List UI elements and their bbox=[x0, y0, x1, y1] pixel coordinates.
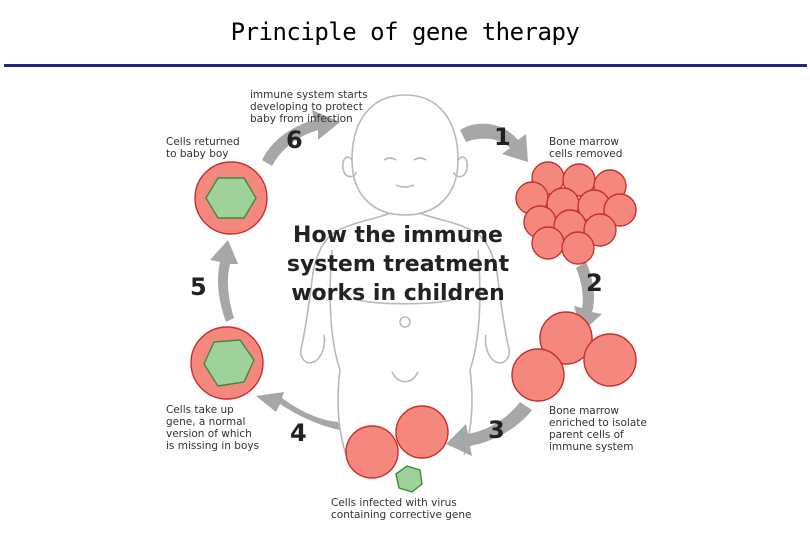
step-number-5: 5 bbox=[190, 273, 207, 301]
cell-with-gene bbox=[190, 326, 264, 400]
svg-text:cells removed: cells removed bbox=[549, 148, 622, 160]
svg-text:Cells take up: Cells take up bbox=[166, 404, 234, 416]
headline-line-3: works in children bbox=[291, 281, 505, 306]
cycle-arrows bbox=[210, 110, 602, 456]
svg-text:enriched to isolate: enriched to isolate bbox=[549, 417, 647, 429]
arrow-step-2 bbox=[574, 262, 602, 332]
returned-cell bbox=[194, 161, 268, 235]
svg-text:immune system: immune system bbox=[549, 441, 633, 453]
step-number-3: 3 bbox=[488, 416, 505, 444]
virus-hexagon bbox=[395, 465, 423, 493]
arrow-step-6 bbox=[262, 110, 340, 166]
step-4-label: Cells infected with virus containing cor… bbox=[331, 497, 471, 521]
arrow-step-1 bbox=[460, 123, 528, 162]
svg-text:parent cells of: parent cells of bbox=[549, 429, 624, 441]
step-number-2: 2 bbox=[586, 269, 603, 297]
enriched-parent-cells bbox=[511, 311, 637, 402]
step-6-label: Cells returned to baby boy bbox=[166, 136, 240, 160]
svg-text:Bone marrow: Bone marrow bbox=[549, 136, 619, 148]
svg-text:Cells infected with virus: Cells infected with virus bbox=[331, 497, 457, 509]
svg-text:is missing in boys: is missing in boys bbox=[166, 440, 259, 452]
arrow-step-5 bbox=[210, 240, 238, 322]
bone-marrow-cell-cluster bbox=[515, 161, 637, 265]
baby-figure bbox=[299, 94, 511, 456]
slide-title: Principle of gene therapy bbox=[230, 18, 580, 46]
cells-with-virus bbox=[345, 405, 449, 493]
title-underline bbox=[4, 64, 807, 67]
arrow-step-4 bbox=[256, 392, 340, 430]
svg-text:Cells returned: Cells returned bbox=[166, 136, 240, 148]
top-note: immune system starts developing to prote… bbox=[250, 89, 368, 125]
svg-text:developing to protect: developing to protect bbox=[250, 101, 363, 113]
step-number-4: 4 bbox=[290, 419, 307, 447]
step-1-label: Bone marrow cells removed bbox=[549, 136, 622, 160]
svg-text:gene, a normal: gene, a normal bbox=[166, 416, 245, 428]
step-5-label: Cells take up gene, a normal version of … bbox=[166, 404, 259, 452]
svg-text:Bone marrow: Bone marrow bbox=[549, 405, 619, 417]
svg-text:immune system starts: immune system starts bbox=[250, 89, 368, 101]
headline-line-1: How the immune bbox=[293, 223, 503, 248]
headline-line-2: system treatment bbox=[287, 252, 510, 277]
svg-text:containing corrective gene: containing corrective gene bbox=[331, 509, 471, 521]
svg-text:version of which: version of which bbox=[166, 428, 252, 440]
arrow-step-3 bbox=[446, 402, 532, 456]
step-number-1: 1 bbox=[494, 123, 511, 151]
step-number-6: 6 bbox=[286, 126, 303, 154]
svg-text:to baby boy: to baby boy bbox=[166, 148, 229, 160]
step-3-label: Bone marrow enriched to isolate parent c… bbox=[549, 405, 647, 453]
svg-text:baby from infection: baby from infection bbox=[250, 113, 353, 125]
